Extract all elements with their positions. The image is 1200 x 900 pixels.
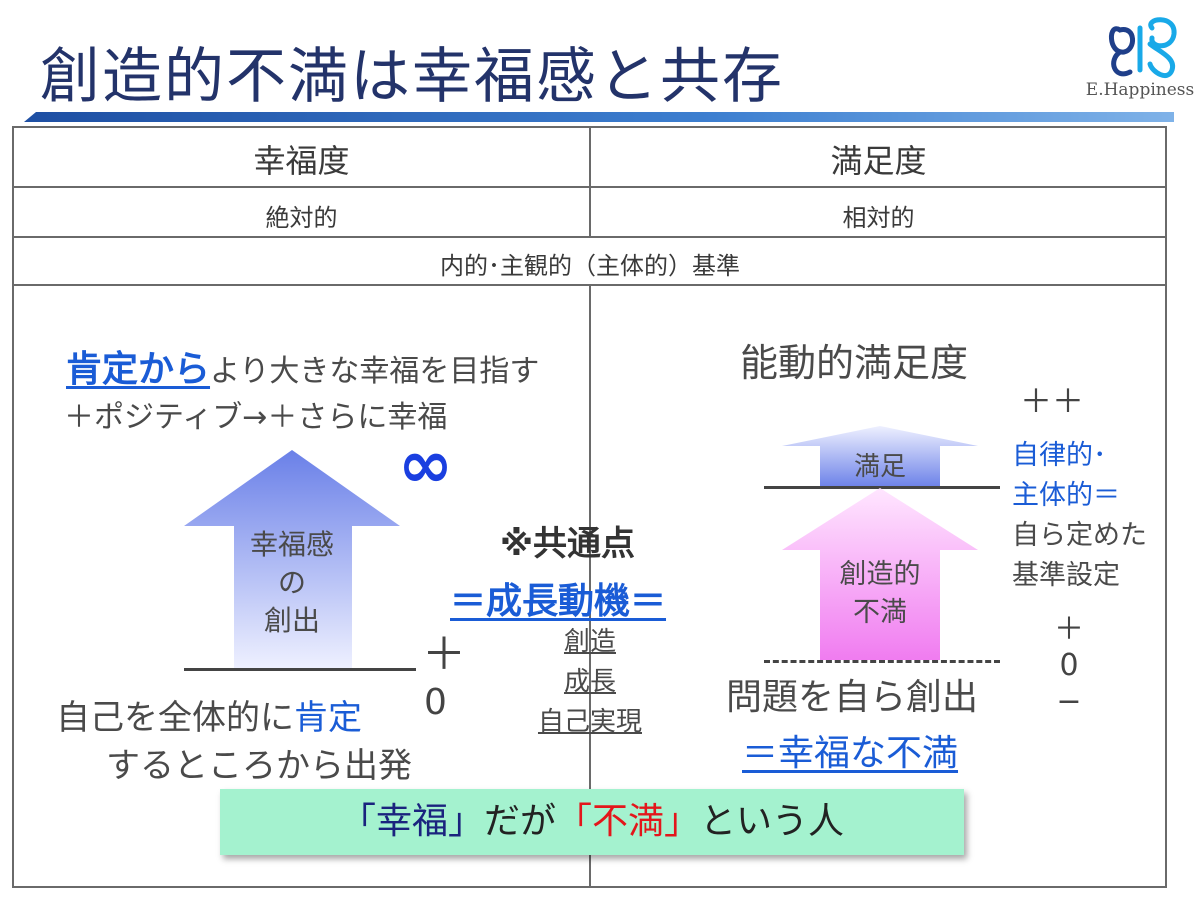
growth-item: 成長	[563, 667, 616, 697]
quote-close: 」	[664, 801, 701, 842]
creative-dissatisfaction-arrow	[782, 488, 978, 660]
active-satisfaction: 能動的満足度	[740, 341, 969, 385]
label-absolute: 絶対的	[265, 204, 338, 232]
person-text: という人	[700, 801, 845, 842]
autonomy-line: 基準設定	[1012, 560, 1120, 591]
word-happiness: 幸福	[375, 801, 448, 842]
logo-text: E.Happiness	[1085, 80, 1195, 100]
quote-open: 「	[339, 801, 376, 842]
autonomy-line: 自律的･	[1012, 440, 1107, 471]
row-divider	[12, 236, 1167, 238]
plus-plus: ＋＋	[1020, 382, 1085, 420]
column-divider	[589, 284, 591, 888]
quote-open: 「	[556, 801, 593, 842]
word-dissatisfaction: 不満	[592, 801, 665, 842]
plus-sign: ＋	[422, 629, 466, 680]
happy-dissatisfaction: ＝幸福な不満	[742, 724, 958, 776]
self-created-problem: 問題を自ら創出	[726, 677, 979, 718]
satisfaction-baseline	[764, 486, 1000, 489]
scale-marks: ＋ 0 −	[1054, 612, 1084, 720]
common-point-title: ※共通点	[500, 524, 636, 564]
growth-motive: ＝成長動機＝	[450, 572, 666, 624]
autonomy-line: 自ら定めた	[1012, 520, 1147, 551]
affirm-line: 肯定からより大きな幸福を目指す	[66, 340, 539, 392]
creative-dissatisfaction-label: 創造的 不満	[820, 556, 940, 632]
arrow-label-line: の	[277, 566, 306, 599]
affirm-highlight: 肯定から	[66, 349, 211, 390]
start-line-1: 自己を全体的に肯定	[56, 690, 362, 739]
column-divider	[589, 126, 591, 236]
label-relative: 相対的	[842, 204, 915, 232]
header-happiness: 幸福度	[253, 142, 350, 180]
growth-item: 自己実現	[537, 707, 642, 737]
happiness-arrow-label: 幸福感 の 創出	[234, 526, 350, 640]
affirm-rest: より大きな幸福を目指す	[210, 354, 540, 389]
scale-zero: 0	[1059, 648, 1079, 683]
quote-close: 」	[447, 801, 484, 842]
satisfaction-label: 満足	[853, 452, 906, 482]
page-title: 創造的不満は幸福感と共存	[40, 42, 784, 112]
start-text: 自己を全体的に	[56, 698, 294, 738]
growth-motive-text: ＝成長動機＝	[450, 581, 667, 622]
growth-items: 創造 成長 自己実現	[520, 622, 660, 742]
dashed-zero-line	[764, 660, 1000, 663]
butterfly-logo-icon	[1109, 17, 1177, 78]
left-baseline	[184, 668, 416, 671]
label-subjective-criteria: 内的･主観的（主体的）基準	[440, 252, 740, 280]
scale-minus: −	[1056, 684, 1082, 719]
arrow-label-line: 創出	[263, 604, 320, 637]
infinity-symbol: ∞	[398, 426, 453, 503]
but-text: だが	[483, 801, 556, 842]
arrow-label-line: 創造的	[839, 559, 921, 590]
arrow-label-line: 不満	[853, 597, 907, 628]
arrow-label-line: 幸福感	[249, 528, 334, 561]
autonomy-text: 自律的･ 主体的＝ 自ら定めた 基準設定	[1012, 436, 1147, 596]
scale-plus: ＋	[1054, 612, 1084, 647]
zero-sign: 0	[424, 682, 447, 723]
start-line-2: するところから出発	[106, 746, 412, 786]
satisfaction-arrow	[782, 426, 978, 488]
happiness-arrow	[184, 450, 400, 668]
header-satisfaction: 満足度	[830, 142, 927, 180]
title-underline-bar	[24, 112, 1174, 122]
autonomy-line: 主体的＝	[1012, 480, 1120, 511]
happy-dissatisfaction-text: ＝幸福な不満	[742, 733, 959, 774]
positive-line: ＋ポジティブ→＋さらに幸福	[64, 400, 448, 435]
growth-item: 創造	[563, 627, 616, 657]
summary-box: 「幸福」だが「不満」という人	[220, 789, 964, 855]
affirm-word: 肯定	[294, 698, 362, 738]
